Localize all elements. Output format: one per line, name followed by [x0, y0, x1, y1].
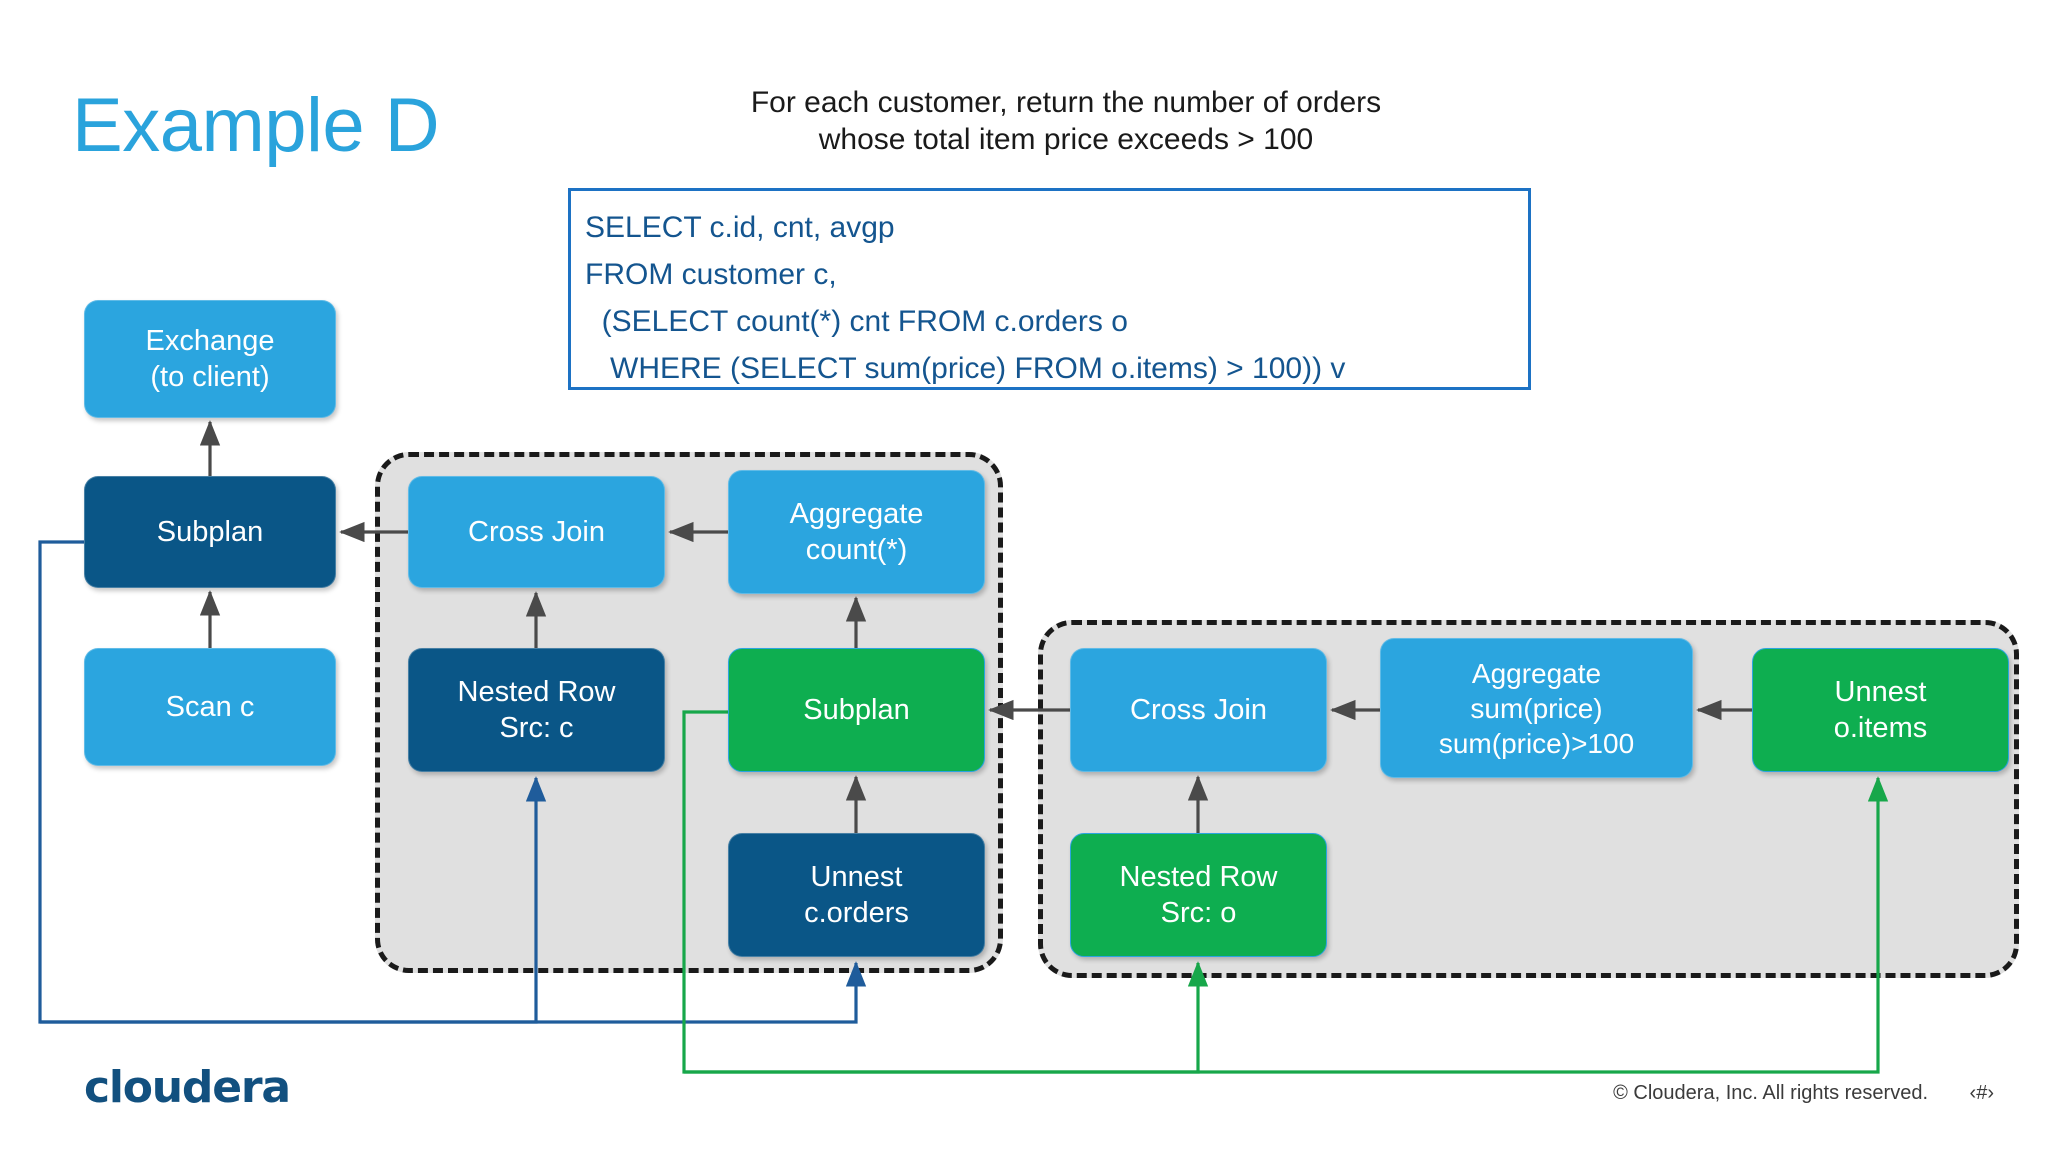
node-unnest-c-orders-line-2: c.orders [804, 897, 909, 929]
sql-query-box: SELECT c.id, cnt, avgp FROM customer c, … [568, 188, 1531, 390]
sql-line-3: (SELECT count(*) cnt FROM c.orders o [585, 305, 1128, 338]
question-caption: For each customer, return the number of … [566, 85, 1566, 158]
node-unnest-o-items-line-2: o.items [1833, 712, 1928, 744]
node-cross-join-2[interactable]: Cross Join [1070, 648, 1327, 772]
node-cross-join-1[interactable]: Cross Join [408, 476, 665, 588]
node-aggregate-sum-line-1: Aggregate [1471, 657, 1602, 689]
sql-line-2: FROM customer c, [585, 258, 837, 291]
node-aggregate-count-line-1: Aggregate [789, 497, 924, 530]
node-nested-row-c-line-1: Nested Row [457, 675, 616, 708]
node-subplan-mid-label: Subplan [803, 693, 910, 726]
page-title: Example D [72, 83, 440, 168]
copyright-text: © Cloudera, Inc. All rights reserved. [1613, 1082, 1928, 1104]
question-line-1: For each customer, return the number of … [750, 86, 1382, 119]
node-nested-row-c[interactable]: Nested Row Src: c [408, 648, 665, 772]
node-nested-row-o-line-2: Src: o [1160, 897, 1237, 929]
node-aggregate-sum[interactable]: Aggregate sum(price) sum(price)>100 [1380, 638, 1693, 778]
question-line-2: whose total item price exceeds > 100 [818, 122, 1314, 156]
node-nested-row-o-line-1: Nested Row [1119, 860, 1278, 893]
node-unnest-o-items-line-1: Unnest [1834, 675, 1927, 708]
node-subplan-top[interactable]: Subplan [84, 476, 336, 588]
node-aggregate-count-line-2: count(*) [805, 534, 908, 566]
cloudera-logo: cloudera [84, 1062, 291, 1113]
sql-line-1: SELECT c.id, cnt, avgp [585, 211, 895, 244]
node-subplan-mid[interactable]: Subplan [728, 648, 985, 772]
node-unnest-o-items[interactable]: Unnest o.items [1752, 648, 2009, 772]
sql-line-4: WHERE (SELECT sum(price) FROM o.items) >… [585, 352, 1346, 385]
node-unnest-c-orders[interactable]: Unnest c.orders [728, 833, 985, 957]
node-cross-join-2-label: Cross Join [1130, 693, 1267, 726]
node-nested-row-o[interactable]: Nested Row Src: o [1070, 833, 1327, 957]
node-nested-row-c-line-2: Src: c [499, 712, 574, 744]
node-unnest-c-orders-line-1: Unnest [810, 860, 903, 893]
page-number: ‹#› [1969, 1082, 1994, 1104]
node-exchange-line-1: Exchange [145, 324, 275, 357]
node-subplan-top-label: Subplan [156, 515, 264, 548]
node-aggregate-count[interactable]: Aggregate count(*) [728, 470, 985, 594]
node-cross-join-1-label: Cross Join [468, 515, 605, 548]
node-exchange[interactable]: Exchange (to client) [84, 300, 336, 418]
node-scan-c-label: Scan c [165, 690, 255, 723]
node-aggregate-sum-line-2: sum(price) [1470, 692, 1603, 724]
node-exchange-line-2: (to client) [150, 361, 270, 393]
node-aggregate-sum-line-3: sum(price)>100 [1438, 727, 1635, 759]
node-scan-c[interactable]: Scan c [84, 648, 336, 766]
